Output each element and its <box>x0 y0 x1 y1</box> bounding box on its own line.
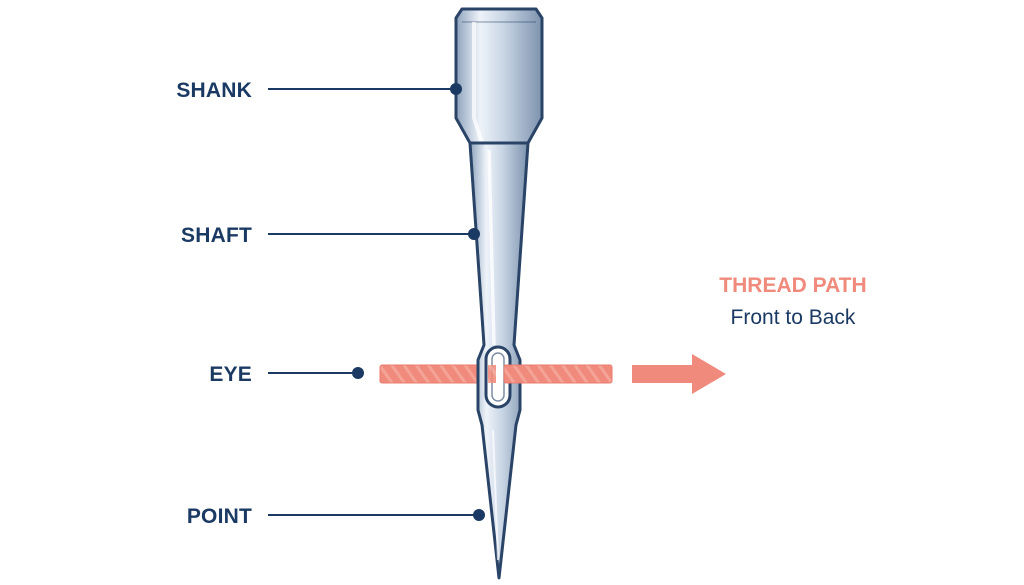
thread-direction-arrow <box>632 354 726 394</box>
thread-right-segment <box>488 364 613 384</box>
needle <box>454 7 544 580</box>
leader-eye <box>268 367 364 379</box>
leader-shaft <box>268 228 480 240</box>
leader-shank <box>268 83 462 95</box>
needle-shank <box>454 7 544 145</box>
leader-point <box>268 509 485 521</box>
label-point: POINT <box>187 505 252 528</box>
thread-left-segment <box>379 364 481 384</box>
label-eye: EYE <box>209 363 252 386</box>
thread-path-subtitle: Front to Back <box>731 306 856 329</box>
thread-path-title: THREAD PATH <box>719 274 866 297</box>
label-shaft: SHAFT <box>181 224 252 247</box>
label-shank: SHANK <box>176 79 252 102</box>
